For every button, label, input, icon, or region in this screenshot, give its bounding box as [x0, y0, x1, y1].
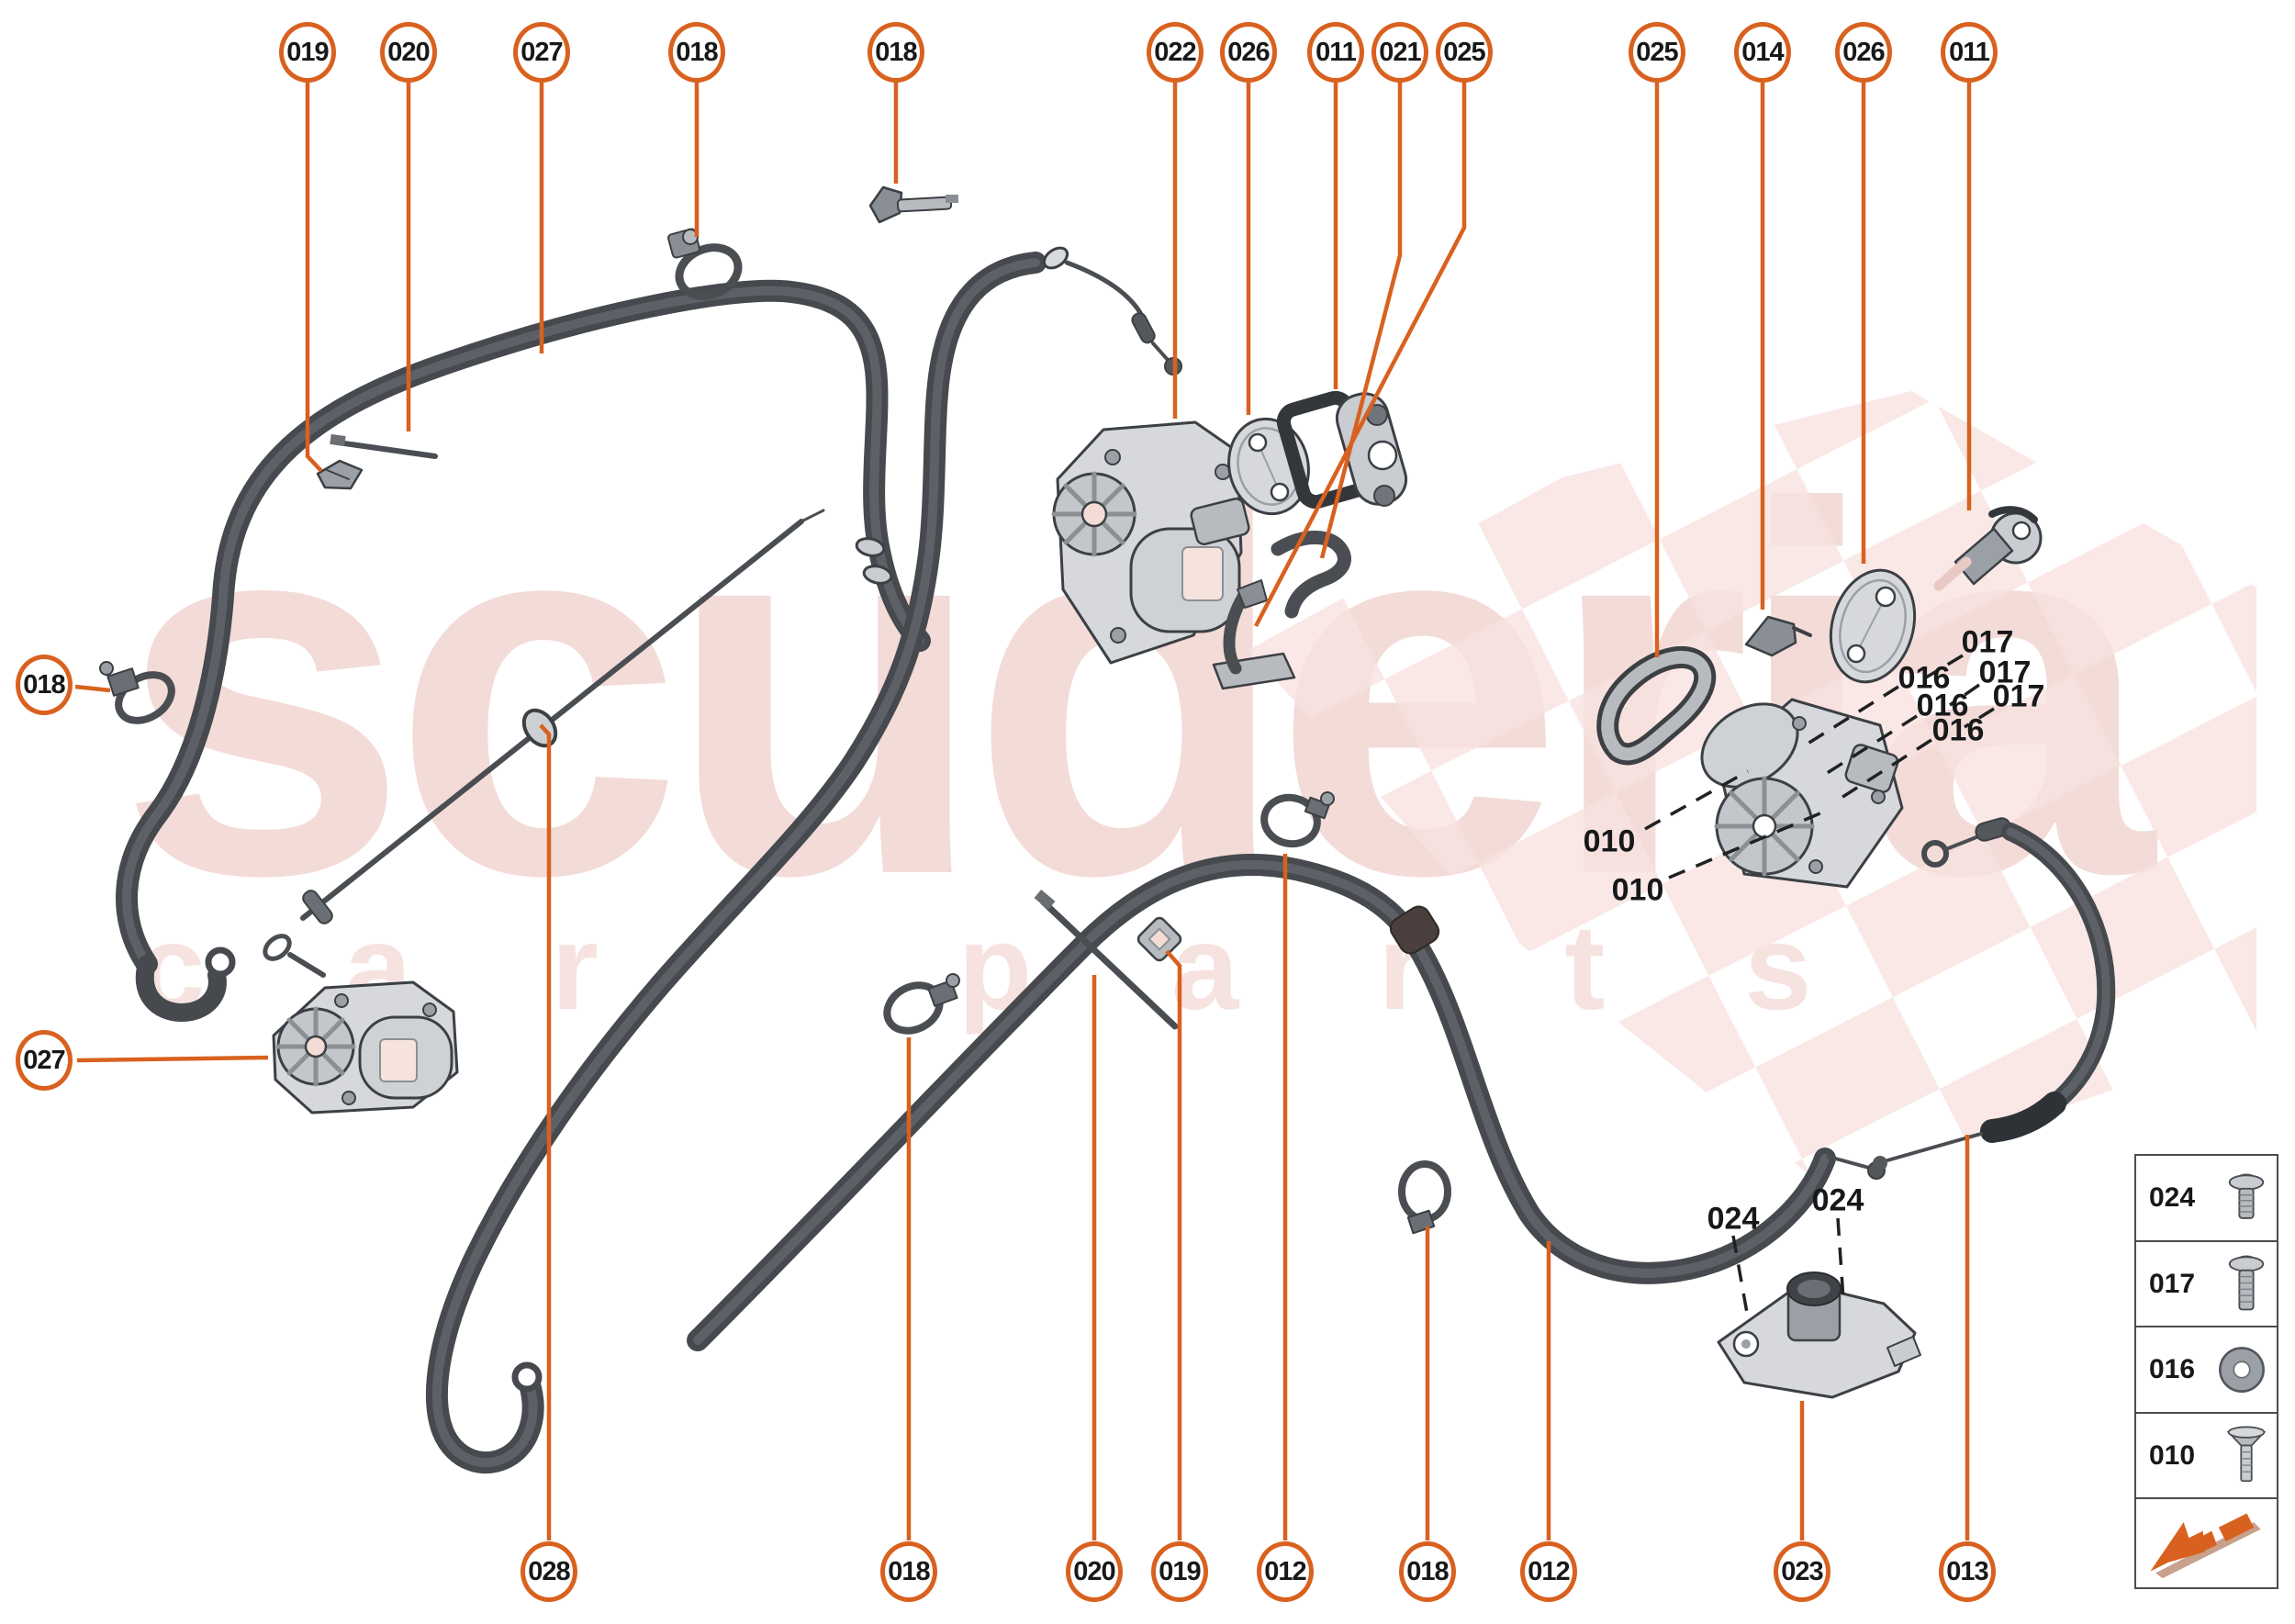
part-label-017: 017: [1978, 655, 2032, 690]
cable-clamp-bottom-2: [1260, 791, 1335, 848]
pan-head-screw-long-icon: [2225, 1255, 2267, 1314]
lock-key: [1933, 506, 2043, 591]
dashed-leader-8: [1731, 1235, 1749, 1314]
legend-part-number: 024: [2149, 1182, 2196, 1213]
part-callout-021[interactable]: 021: [1371, 22, 1428, 83]
cable-clamp-bottom-1: [883, 973, 960, 1035]
diagram-artwork: [99, 185, 2116, 1473]
leader-line-021: [1319, 83, 1403, 559]
cable-release-main: [425, 246, 1182, 1473]
part-label-010: 010: [1583, 823, 1636, 859]
part-callout-018[interactable]: 018: [1399, 1541, 1456, 1602]
cable-clamp-left: [99, 661, 175, 724]
washer-icon: [2216, 1344, 2267, 1395]
dashed-leader-9: [1836, 1217, 1845, 1301]
cable-inner-wire: [263, 509, 825, 978]
legend-row-010: 010: [2134, 1411, 2278, 1500]
part-callout-019[interactable]: 019: [1151, 1541, 1208, 1602]
part-callout-014[interactable]: 014: [1734, 22, 1791, 83]
cable-tie: [1034, 889, 1179, 1030]
guide-bracket: [1271, 531, 1351, 619]
part-callout-020[interactable]: 020: [1066, 1541, 1123, 1602]
dashed-leader-0: [1925, 654, 1964, 679]
mount-bracket: [1717, 1271, 1921, 1399]
leader-line-025: [1254, 83, 1467, 628]
leader-line-028: [539, 723, 552, 1540]
part-callout-018[interactable]: 018: [668, 22, 725, 83]
cable-roof-left: [116, 279, 931, 1022]
pin-topleft: [330, 433, 438, 459]
part-callout-020[interactable]: 020: [380, 22, 437, 83]
part-callout-027[interactable]: 027: [513, 22, 570, 83]
dashed-leader-3: [1820, 714, 1918, 778]
dashed-leader-lines: [1644, 654, 1995, 1314]
part-callout-018[interactable]: 018: [880, 1541, 937, 1602]
part-label-024: 024: [1707, 1201, 1760, 1237]
fastener-legend: 024 017 016 010: [2134, 1154, 2278, 1589]
part-callout-023[interactable]: 023: [1774, 1541, 1830, 1602]
small-clip-topleft: [316, 459, 364, 490]
dashed-leader-5: [1833, 738, 1932, 804]
part-callout-012[interactable]: 012: [1257, 1541, 1314, 1602]
retaining-clip: [1744, 615, 1812, 657]
square-clip: [1136, 916, 1182, 962]
part-label-016: 016: [1916, 688, 1969, 723]
part-label-024: 024: [1811, 1182, 1864, 1218]
actuator-trunk-top: [1051, 420, 1250, 665]
leader-line-019: [1165, 949, 1182, 1540]
leader-lines: [74, 83, 1972, 1540]
part-label-010: 010: [1611, 872, 1664, 908]
part-label-017: 017: [1961, 624, 2014, 660]
legend-row-016: 016: [2134, 1326, 2278, 1414]
pan-head-screw-icon: [2225, 1173, 2267, 1224]
actuator-trunk-left: [272, 980, 459, 1114]
part-callout-018[interactable]: 018: [16, 655, 73, 715]
part-label-016: 016: [1931, 712, 1985, 748]
leader-line-027: [76, 1055, 269, 1063]
part-callout-028[interactable]: 028: [521, 1541, 577, 1602]
release-hook: [1212, 579, 1296, 690]
countersunk-screw-icon: [2225, 1426, 2267, 1486]
part-callout-027[interactable]: 027: [16, 1030, 73, 1091]
part-label-017: 017: [1992, 678, 2045, 714]
cable-clamp-top: [667, 228, 743, 300]
legend-row-024: 024: [2134, 1154, 2278, 1242]
legend-part-number: 010: [2149, 1439, 2196, 1471]
brand-logo-cell: [2134, 1497, 2278, 1589]
leader-line-018: [74, 684, 111, 693]
part-callout-011[interactable]: 011: [1941, 22, 1998, 83]
buffer-disc-right: [1829, 568, 1917, 684]
key-screw-top: [868, 185, 958, 224]
cable-actuator-right: [1873, 817, 2116, 1170]
part-callout-026[interactable]: 026: [1220, 22, 1277, 83]
part-callout-011[interactable]: 011: [1307, 22, 1364, 83]
leader-line-019: [305, 83, 323, 473]
dashed-leader-2: [1949, 683, 1980, 707]
latch-striker: [1276, 390, 1408, 510]
rubber-gasket-loop: [1596, 645, 1717, 766]
legend-part-number: 017: [2149, 1268, 2196, 1299]
dashed-leader-6: [1644, 769, 1749, 831]
part-callout-018[interactable]: 018: [868, 22, 924, 83]
part-callout-012[interactable]: 012: [1520, 1541, 1577, 1602]
part-callout-022[interactable]: 022: [1147, 22, 1203, 83]
part-callout-013[interactable]: 013: [1939, 1541, 1996, 1602]
cable-release-right: [687, 853, 1886, 1351]
legend-part-number: 016: [2149, 1354, 2196, 1384]
dashed-leader-1: [1804, 685, 1899, 747]
part-callout-025[interactable]: 025: [1629, 22, 1685, 83]
dashed-leader-4: [1964, 707, 1995, 729]
actuator-lock-right: [1700, 698, 1904, 889]
legend-row-017: 017: [2134, 1239, 2278, 1328]
part-callout-026[interactable]: 026: [1835, 22, 1892, 83]
part-callout-019[interactable]: 019: [279, 22, 336, 83]
part-callout-025[interactable]: 025: [1436, 22, 1493, 83]
brand-logo-arrow-icon: [2149, 1513, 2261, 1579]
part-label-016: 016: [1898, 660, 1951, 696]
